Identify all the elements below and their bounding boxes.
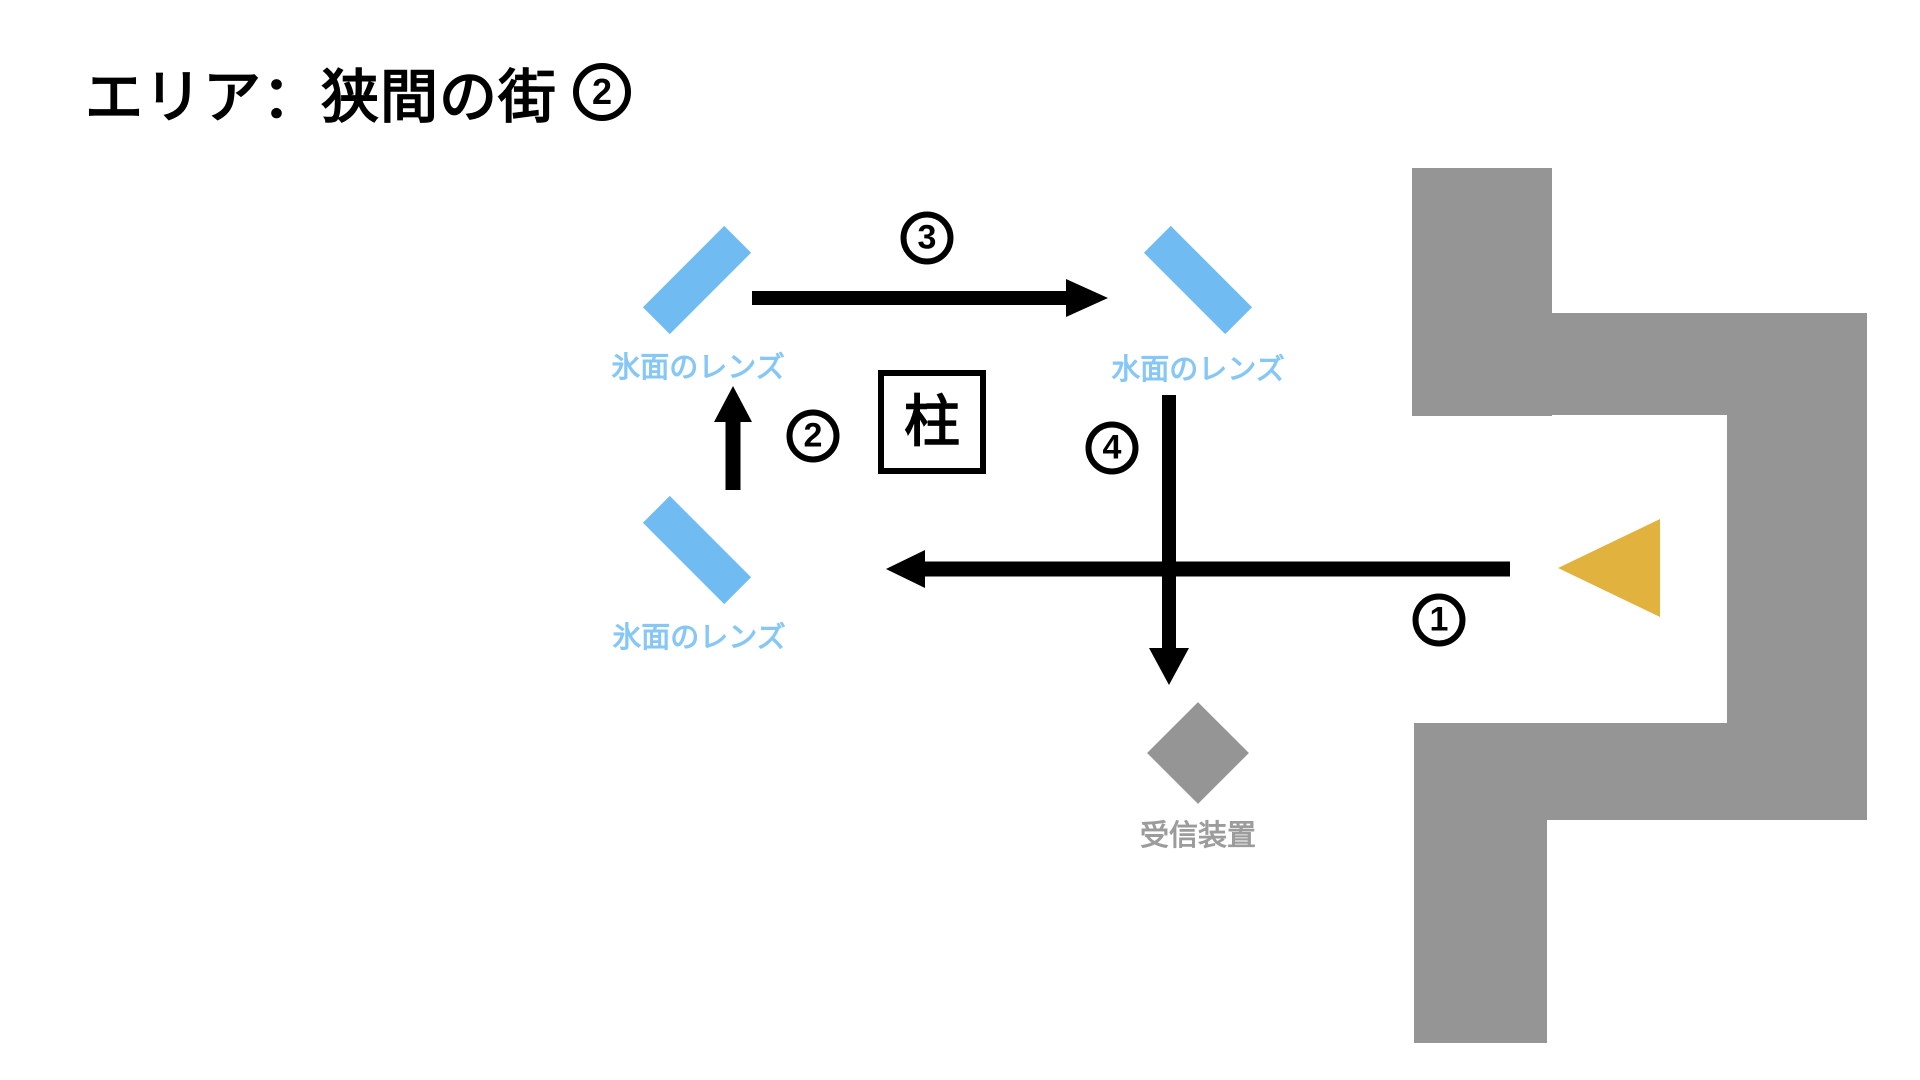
receiver-diamond — [1147, 702, 1249, 804]
arrow-4-down — [1149, 395, 1189, 685]
wall-bottom-arm — [1414, 723, 1867, 820]
step-3-badge: 3 — [900, 211, 954, 265]
page-title-text: エリア：狭間の街 — [85, 65, 558, 130]
ice-lens-bottom-left-label: 氷面のレンズ — [612, 622, 786, 654]
wall-top-arm — [1550, 313, 1867, 415]
water-lens-top-right — [1143, 225, 1253, 335]
wall-right-band — [1727, 413, 1867, 724]
water-lens-top-right-label: 水面のレンズ — [1111, 354, 1285, 386]
pillar-box: 柱 — [878, 370, 986, 474]
pillar-label: 柱 — [904, 390, 960, 453]
arrow-3-right — [752, 279, 1108, 317]
step-1-badge: 1 — [1412, 593, 1466, 647]
light-source-triangle — [1558, 519, 1660, 617]
page-title: エリア：狭間の街 2 — [85, 50, 632, 134]
step-4-badge: 4 — [1085, 421, 1139, 475]
ice-lens-top-left-label: 氷面のレンズ — [611, 352, 785, 384]
receiver-label: 受信装置 — [1139, 820, 1257, 852]
step-2-badge: 2 — [786, 409, 840, 463]
ice-lens-top-left — [642, 225, 752, 335]
wall-top-bar — [1412, 168, 1552, 416]
arrow-1-left — [886, 550, 1510, 588]
arrow-2-up — [714, 386, 752, 490]
page-title-number-badge: 2 — [573, 63, 632, 121]
wall-bottom-bar — [1414, 818, 1547, 1043]
ice-lens-bottom-left — [642, 495, 752, 605]
